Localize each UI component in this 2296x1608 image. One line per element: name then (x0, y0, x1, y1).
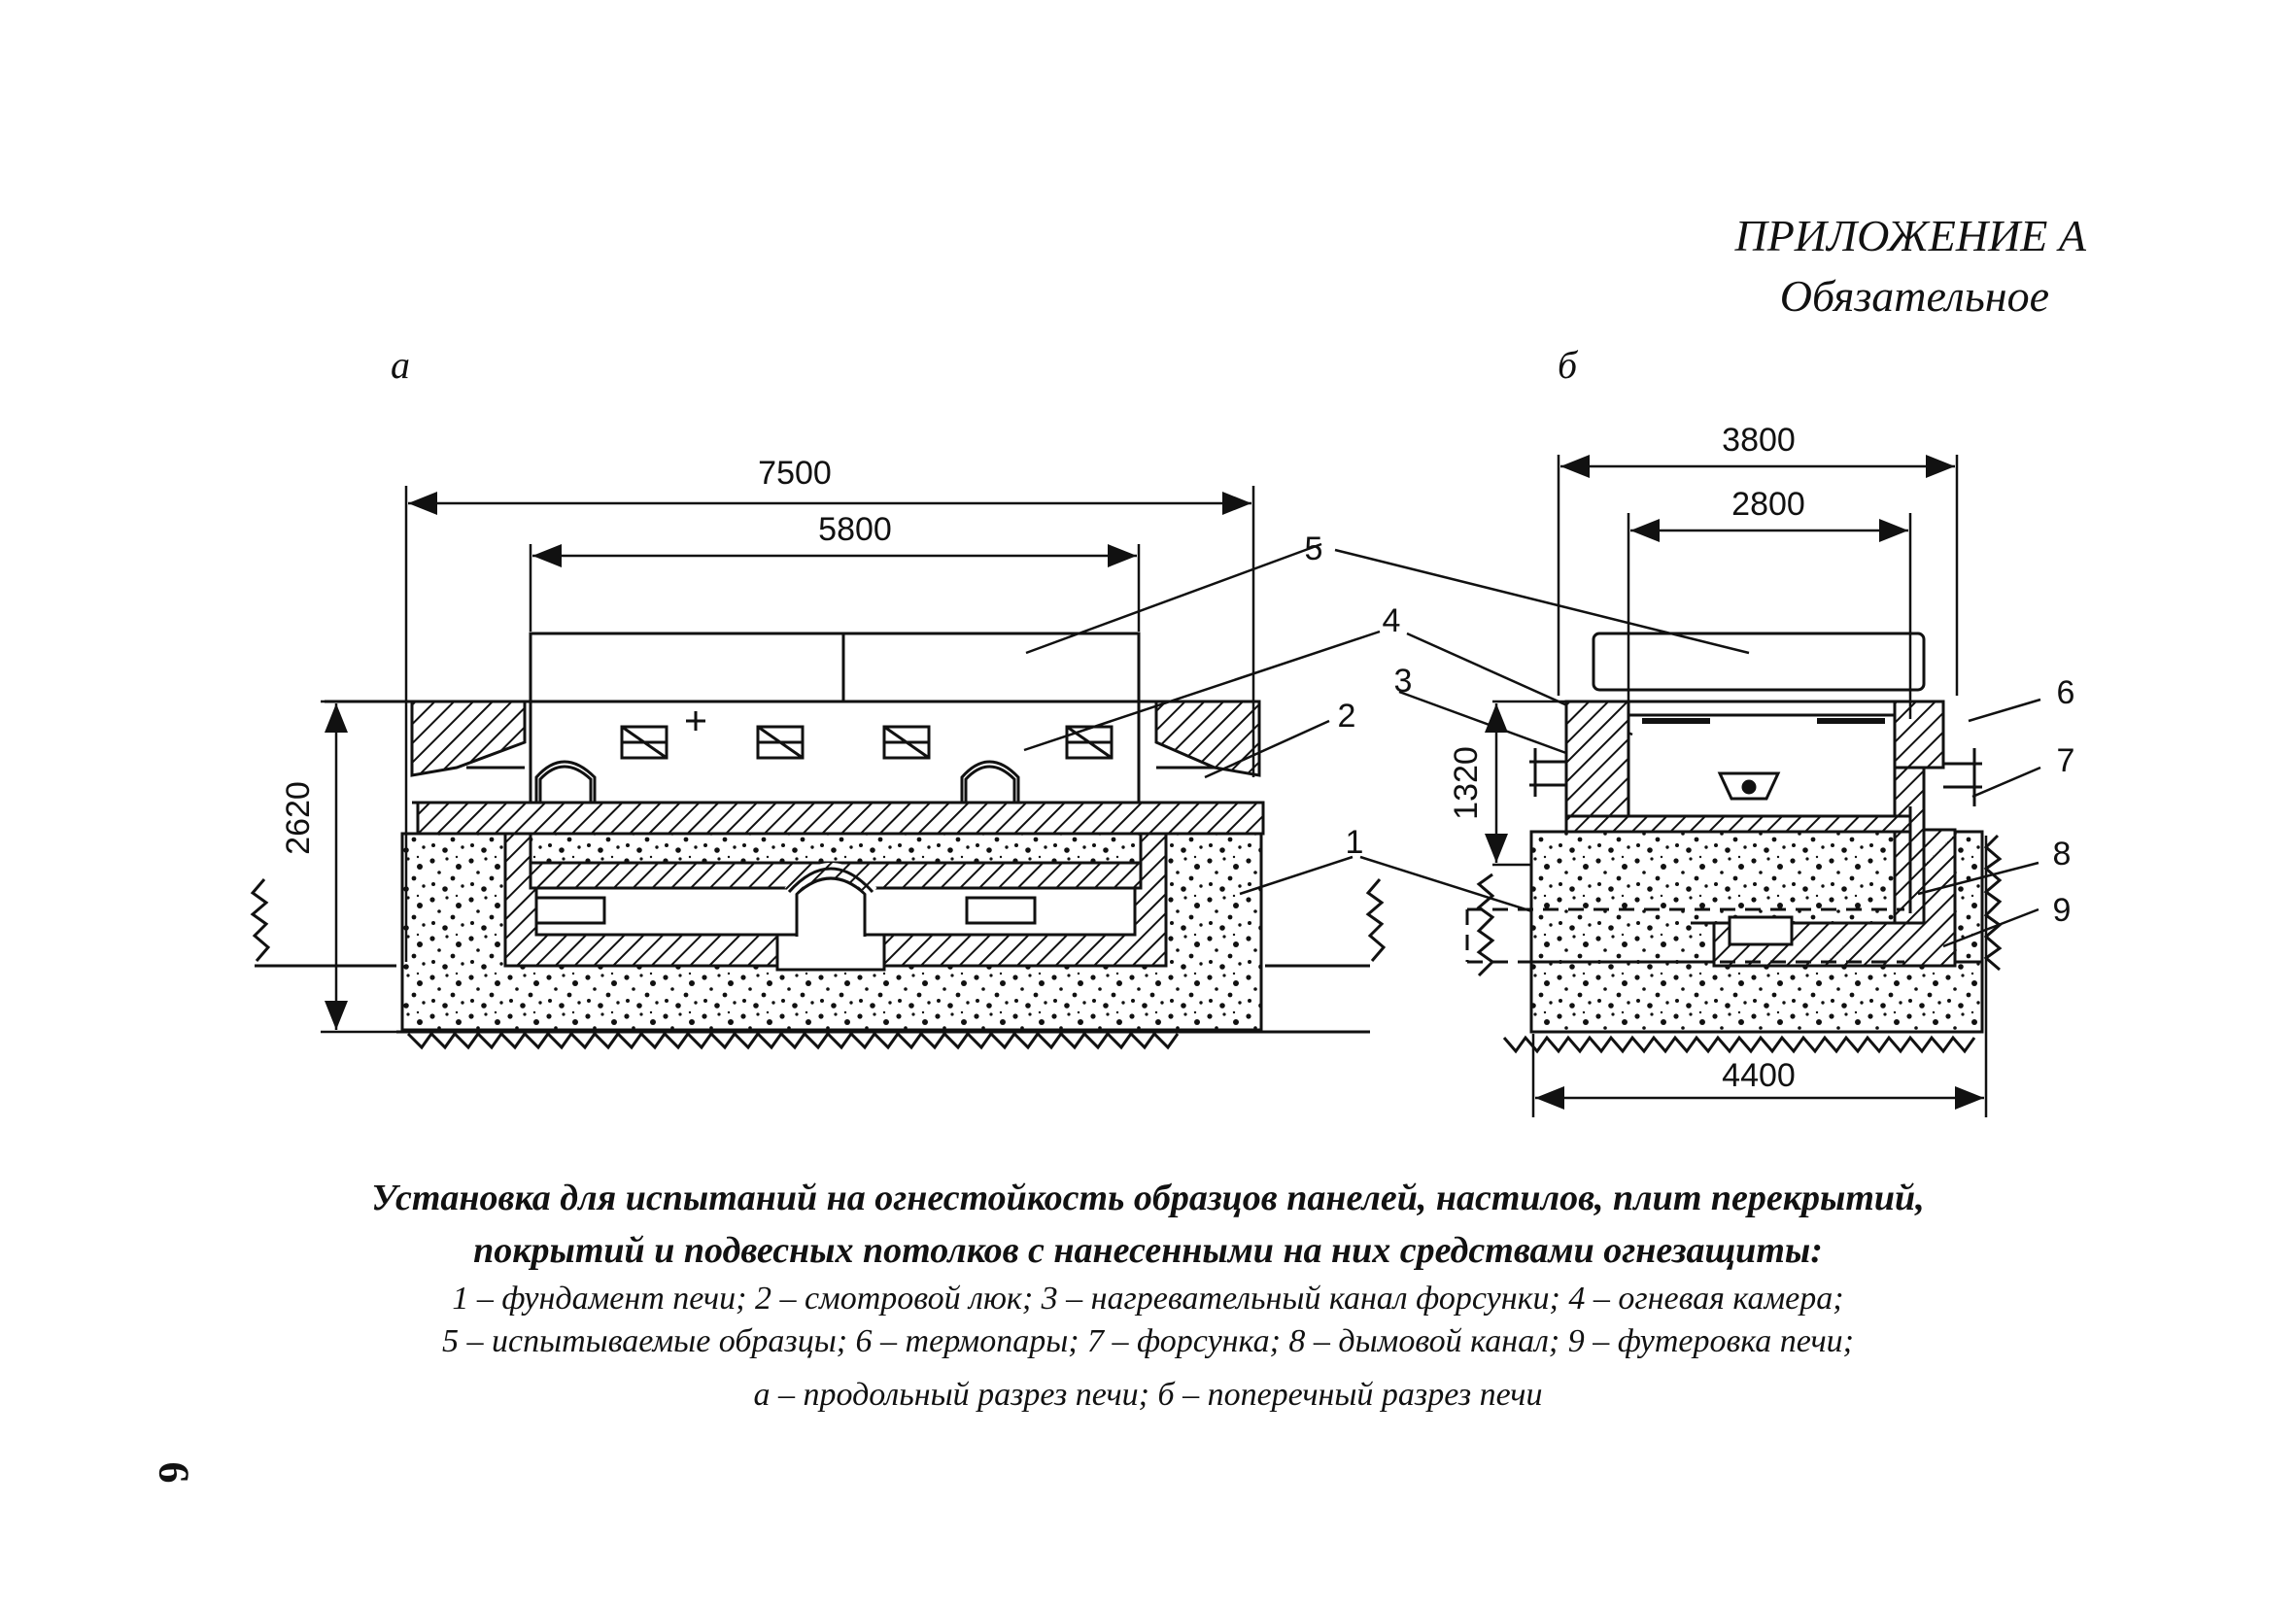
figure-caption-title: Установка для испытаний на огнестойкость… (0, 1172, 2296, 1277)
appendix-title: ПРИЛОЖЕНИЕ А (1734, 211, 2086, 260)
callout-8: 8 (2053, 836, 2072, 872)
page-number: 6 (150, 1461, 198, 1484)
callout-4: 4 (1383, 602, 1401, 639)
caption-title-line-2: покрытий и подвесных потолков с нанесенн… (473, 1230, 1823, 1271)
appendix-status: Обязательное (1779, 271, 2049, 321)
dim-a-overall: 7500 (758, 455, 832, 492)
dim-a-inner: 5800 (818, 511, 892, 548)
view-a-section (250, 632, 1387, 1050)
dim-b-overall: 3800 (1722, 422, 1796, 459)
view-a-dimensions (321, 486, 1255, 1034)
figure-legend: 1 – фундамент печи; 2 – смотровой люк; 3… (0, 1278, 2296, 1363)
view-b-label: б (1558, 343, 1578, 387)
figure-views-note: а – продольный разрез печи; б – поперечн… (753, 1377, 1543, 1413)
dim-b-base: 4400 (1722, 1057, 1796, 1094)
dim-a-height: 2620 (280, 781, 317, 855)
callout-5: 5 (1305, 530, 1323, 567)
view-b-section (1465, 632, 2003, 1054)
view-b-leaders (1917, 698, 2041, 948)
legend-line-2: 5 – испытываемые образцы; 6 – термопары;… (442, 1323, 1854, 1359)
view-a-label: а (391, 343, 410, 387)
view-b-dimensions (1485, 455, 1988, 1117)
appendix-header: ПРИЛОЖЕНИЕ А Обязательное (1734, 206, 2086, 326)
callout-2: 2 (1338, 698, 1356, 735)
legend-line-1: 1 – фундамент печи; 2 – смотровой люк; 3… (452, 1281, 1844, 1317)
callout-1: 1 (1346, 824, 1364, 861)
dim-b-height: 1320 (1448, 746, 1485, 820)
dim-b-inner: 2800 (1731, 486, 1805, 523)
callout-9: 9 (2053, 892, 2072, 929)
callout-6: 6 (2057, 674, 2075, 711)
callout-7: 7 (2057, 742, 2075, 779)
caption-title-line-1: Установка для испытаний на огнестойкость… (371, 1178, 1925, 1218)
callout-3: 3 (1394, 663, 1413, 700)
